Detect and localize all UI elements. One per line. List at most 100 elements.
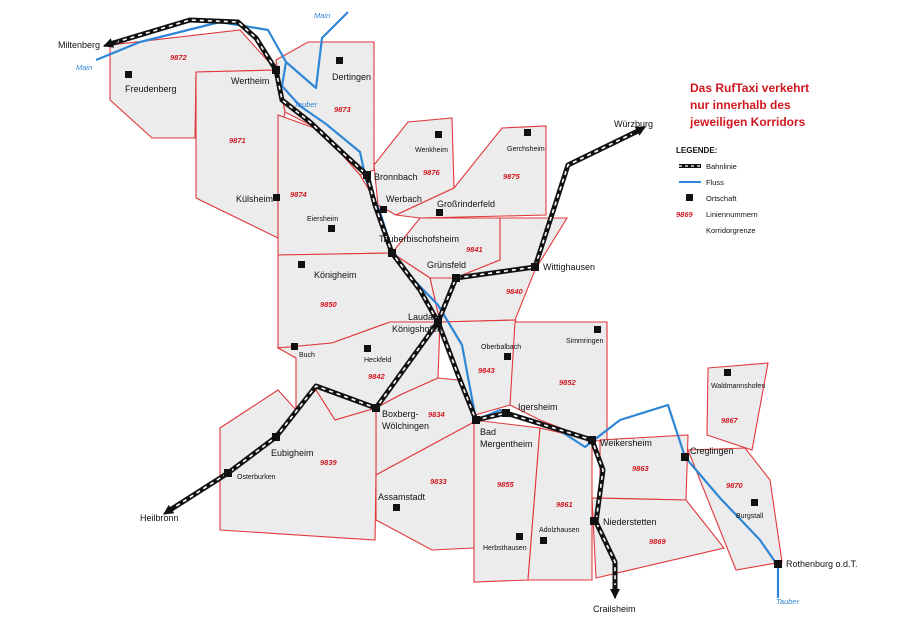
town-dertingen: Dertingen <box>332 72 371 82</box>
river-main-top: Main <box>314 11 330 20</box>
town-freudenberg: Freudenberg <box>125 84 177 94</box>
legend-label: Ortschaft <box>706 194 737 203</box>
notice-line-3: jeweiligen Korridors <box>690 115 806 129</box>
town-koenigheim: Königheim <box>314 270 357 280</box>
town-icon <box>434 318 442 326</box>
legend-label: Fluss <box>706 178 724 187</box>
town-tauberbischofsheim: Tauberbischofsheim <box>379 234 459 244</box>
line-number: 9841 <box>466 245 483 254</box>
town-rothenburg: Rothenburg o.d.T. <box>786 559 858 569</box>
corridor-9869 <box>591 497 725 579</box>
corridor-areas <box>109 29 783 583</box>
line-number: 9842 <box>368 372 386 381</box>
river-tauber-bottom: Tauber <box>776 597 800 606</box>
town-icon <box>588 436 596 444</box>
town-lauda-2: Königshofen <box>392 324 442 334</box>
legend-row-line-number: 9869 Liniennummern <box>676 208 886 224</box>
legend-line-number-sample: 9869 <box>676 210 693 219</box>
legend-row-river: Fluss <box>676 176 886 192</box>
river-main-left: Main <box>76 63 92 72</box>
corridor-9875 <box>394 125 547 219</box>
town-icon <box>502 409 510 417</box>
town-igersheim: Igersheim <box>518 402 558 412</box>
river-labels: Main Main Tauber Tauber <box>76 11 800 606</box>
town-icon <box>298 261 305 268</box>
legend-row-rail: Bahnlinie <box>676 160 886 176</box>
town-icon <box>224 469 232 477</box>
legend: LEGENDE: Bahnlinie Fluss Ortschaft 9869 … <box>676 146 886 240</box>
notice-line-1: Das RufTaxi verkehrt <box>690 81 810 95</box>
town-icon <box>751 499 758 506</box>
town-markers <box>125 57 782 568</box>
town-icon <box>452 274 460 282</box>
town-boxberg-2: Wölchingen <box>382 421 429 431</box>
line-number: 9861 <box>556 500 573 509</box>
town-icon <box>686 194 693 201</box>
town-eiersheim: Eiersheim <box>307 216 338 223</box>
line-number: 9843 <box>478 366 496 375</box>
destination-crailsheim: Crailsheim <box>593 604 636 614</box>
town-icon <box>388 249 396 257</box>
town-bronnbach: Bronnbach <box>374 172 418 182</box>
line-number: 9852 <box>559 378 577 387</box>
main-river <box>95 11 349 90</box>
line-number: 9876 <box>423 168 441 177</box>
line-number: 9870 <box>726 481 744 490</box>
town-werbach: Werbach <box>386 194 422 204</box>
town-icon <box>435 131 442 138</box>
corridor-numbers: 9872 9873 9871 9874 9876 9875 9841 9840 … <box>170 53 744 546</box>
line-number: 9873 <box>334 105 352 114</box>
corridor-9867 <box>706 362 769 451</box>
line-number: 9867 <box>721 416 739 425</box>
town-icon <box>594 326 601 333</box>
town-niederstetten: Niederstetten <box>603 517 657 527</box>
town-icon <box>524 129 531 136</box>
town-icon <box>363 171 371 179</box>
town-icon <box>516 533 523 540</box>
line-number: 9833 <box>430 477 448 486</box>
town-kuelsheim: Külsheim <box>236 194 273 204</box>
town-lauda: Lauda- <box>408 312 436 322</box>
line-number: 9872 <box>170 53 188 62</box>
town-creglingen: Creglingen <box>690 446 734 456</box>
town-gruensfeld: Grünsfeld <box>427 260 466 270</box>
town-wittighausen: Wittighausen <box>543 262 595 272</box>
town-wenkheim: Wenkheim <box>415 147 448 154</box>
line-number: 9850 <box>320 300 338 309</box>
town-oberbalbach: Oberbalbach <box>481 344 521 351</box>
line-number: 9875 <box>503 172 521 181</box>
line-number: 9840 <box>506 287 524 296</box>
destination-miltenberg: Miltenberg <box>58 40 100 50</box>
corridor-9871 <box>195 69 286 239</box>
town-icon <box>336 57 343 64</box>
town-weikersheim: Weikersheim <box>600 438 652 448</box>
line-number: 9839 <box>320 458 338 467</box>
legend-title: LEGENDE: <box>676 146 718 155</box>
river-tauber-top: Tauber <box>294 100 318 109</box>
line-number: 9869 <box>649 537 667 546</box>
town-bad-mergentheim-2: Mergentheim <box>480 439 533 449</box>
town-icon <box>328 225 335 232</box>
town-icon <box>364 345 371 352</box>
arrow-miltenberg <box>103 38 119 48</box>
town-icon <box>393 504 400 511</box>
town-burgstall: Burgstall <box>736 513 764 520</box>
town-icon <box>504 353 511 360</box>
town-labels: Wertheim Freudenberg Dertingen Bronnbach… <box>125 72 858 569</box>
town-waldmannshofen: Waldmannshofen <box>711 383 765 390</box>
town-icon <box>724 369 731 376</box>
town-bad-mergentheim: Bad <box>480 427 496 437</box>
destination-heilbronn: Heilbronn <box>140 513 179 523</box>
town-icon <box>291 343 298 350</box>
line-number: 9871 <box>229 136 246 145</box>
town-icon <box>272 66 280 74</box>
line-number: 9874 <box>290 190 308 199</box>
town-heckfeld: Heckfeld <box>364 357 391 364</box>
rail-icon <box>679 164 701 168</box>
corridor-9839 <box>219 389 377 541</box>
destination-labels: Miltenberg Würzburg Heilbronn Crailsheim <box>58 40 653 614</box>
line-number: 9855 <box>497 480 515 489</box>
town-buch: Buch <box>299 352 315 359</box>
town-wertheim: Wertheim <box>231 76 269 86</box>
legend-row-border: Korridorgrenze <box>676 224 886 240</box>
